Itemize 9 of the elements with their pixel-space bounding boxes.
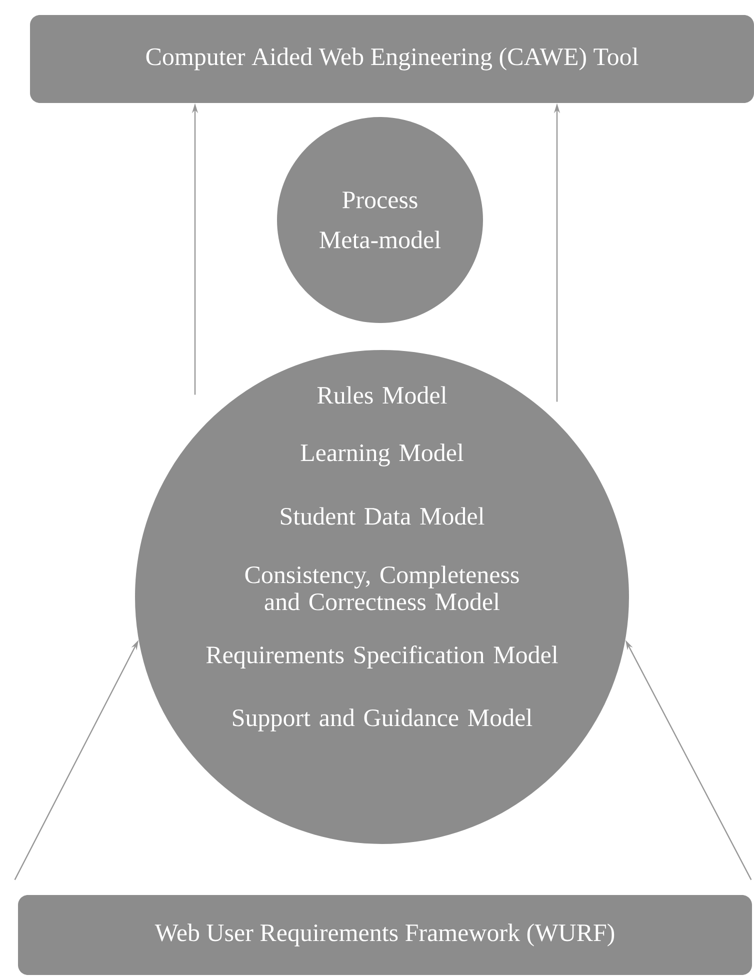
label-box: Computer Aided Web Engineering (CAWE) Tool (30, 15, 754, 103)
model-label: Consistency, Completeness and Correctness Model (245, 566, 519, 610)
model-label: Learning Model (300, 444, 464, 466)
label-box: Web User Requirements Framework (WURF) (18, 895, 752, 975)
model-label: Requirements Specification Model (206, 646, 558, 668)
model-circle (135, 350, 629, 844)
model-label: Student Data Model (280, 507, 484, 525)
model-label: Support and Guidance Model (233, 708, 532, 732)
model-label: Rules Model (317, 386, 447, 404)
